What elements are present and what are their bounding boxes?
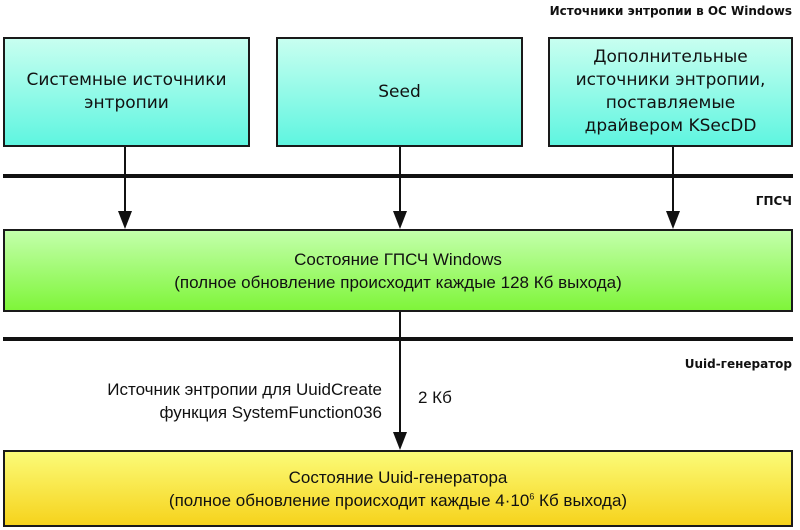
zone-label-uuid: Uuid-генератор	[684, 357, 792, 371]
uuid-state-title: Состояние Uuid-генератора	[288, 467, 508, 487]
source-box-line: энтропии	[84, 93, 169, 113]
source-box-line: Системные источники	[26, 70, 227, 90]
separator-prng	[3, 174, 793, 178]
separator-uuid	[3, 337, 793, 341]
connector-line	[399, 147, 401, 213]
arrow-down-icon	[666, 211, 680, 229]
arrow-down-icon	[393, 211, 407, 229]
edge-label-line: Источник энтропии для UuidCreate	[107, 380, 382, 399]
source-box-ksecdd: Дополнительные источники энтропии, поста…	[548, 37, 793, 147]
connector-line	[124, 147, 126, 213]
source-box-line: Seed	[378, 81, 421, 102]
zone-label-prng: ГПСЧ	[755, 194, 792, 208]
connector-line	[672, 147, 674, 213]
source-box-line: драйвером KSecDD	[584, 116, 757, 136]
source-box-line: поставляемые	[605, 93, 736, 113]
edge-label-source: Источник энтропии для UuidCreate функция…	[107, 378, 382, 424]
uuid-state-box: Состояние Uuid-генератора (полное обновл…	[3, 450, 793, 527]
prng-state-note: (полное обновление происходит каждые 128…	[174, 272, 622, 292]
uuid-state-note-suffix: Кб выхода)	[534, 490, 628, 510]
arrow-down-icon	[393, 432, 407, 450]
uuid-state-note-exponent: 6	[529, 490, 535, 501]
prng-state-box: Состояние ГПСЧ Windows (полное обновлени…	[3, 229, 793, 312]
uuid-state-note-prefix: (полное обновление происходит каждые 4·1…	[168, 490, 530, 510]
source-box-system: Системные источники энтропии	[3, 37, 250, 147]
prng-state-title: Состояние ГПСЧ Windows	[294, 249, 502, 269]
source-box-line: Дополнительные	[593, 47, 748, 67]
edge-label-line: функция SystemFunction036	[159, 403, 382, 422]
source-box-line: источники энтропии,	[575, 70, 766, 90]
uuid-state-note: (полное обновление происходит каждые 4·1…	[169, 489, 627, 512]
diagram-title: Источники энтропии в ОС Windows	[549, 4, 792, 18]
source-box-seed: Seed	[276, 37, 523, 147]
edge-label-amount: 2 Кб	[418, 388, 452, 407]
arrow-down-icon	[118, 211, 132, 229]
connector-line	[399, 312, 401, 433]
